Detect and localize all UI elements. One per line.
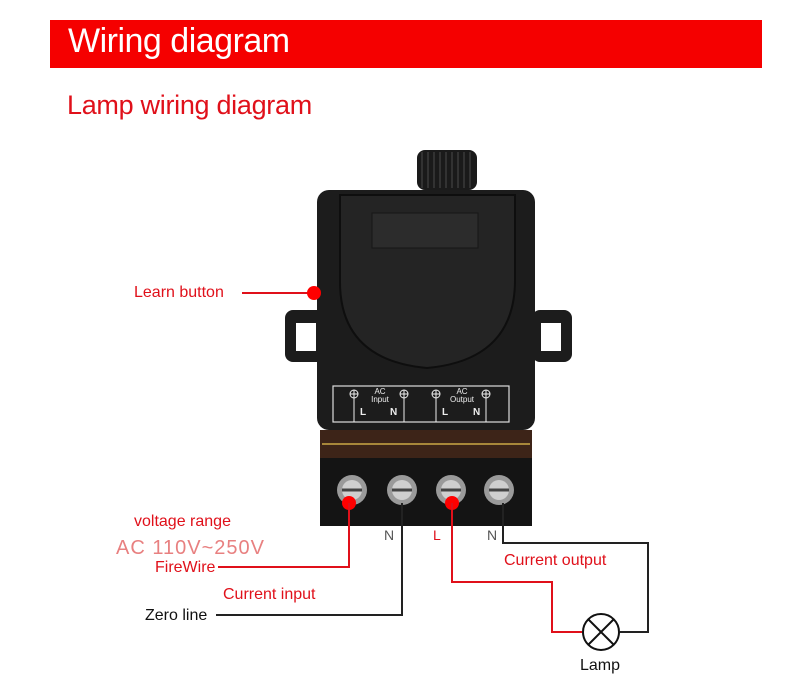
neutral-input-wire	[216, 503, 403, 616]
zero-line-label: Zero line	[145, 607, 208, 624]
lamp-label: Lamp	[580, 657, 621, 674]
diagram-subtitle: Lamp wiring diagram	[67, 90, 312, 120]
terminal-cover	[320, 430, 532, 458]
panel-output-l: L	[442, 407, 449, 418]
learn-button-label: Learn button	[134, 284, 224, 301]
screw-terminal-icon	[484, 475, 514, 505]
mounting-tab-left	[285, 310, 325, 362]
screw-terminal-icon	[436, 475, 466, 505]
panel-input-l: L	[360, 407, 367, 418]
panel-output-label-bottom: Output	[449, 395, 474, 404]
panel-output-label: AC Output	[445, 388, 479, 404]
screw-terminal-icon	[387, 475, 417, 505]
terminal-out-l-label: L	[433, 527, 441, 543]
learn-button-marker	[307, 286, 321, 300]
neutral-output-wire	[502, 503, 649, 633]
label-window	[371, 212, 479, 249]
live-input-wire	[218, 503, 350, 568]
current-output-label: Current output	[504, 552, 607, 569]
terminal-in-n-label: N	[384, 527, 395, 543]
title-banner: Wiring diagram	[50, 20, 762, 68]
panel-output-n: N	[473, 407, 481, 418]
terminal-panel	[332, 385, 510, 423]
panel-input-label-top: AC	[374, 387, 386, 396]
panel-input-label: AC Input	[365, 388, 395, 404]
page-title: Wiring diagram	[68, 22, 290, 60]
antenna-coil-icon	[417, 150, 477, 190]
panel-input-n: N	[390, 407, 398, 418]
current-input-label: Current input	[223, 586, 316, 603]
lamp-icon	[582, 613, 620, 651]
relay-module-body	[317, 190, 535, 430]
panel-input-label-bottom: Input	[371, 395, 389, 404]
terminal-block	[320, 458, 532, 526]
voltage-range-title: voltage range	[134, 513, 231, 530]
panel-output-label-top: AC	[456, 387, 468, 396]
terminal-out-n-label: N	[487, 527, 498, 543]
mounting-tab-right	[532, 310, 572, 362]
screw-terminal-icon	[337, 475, 367, 505]
live-output-wire	[451, 503, 582, 633]
voltage-range-value: AC 110V~250V	[116, 537, 265, 559]
fire-wire-label: FireWire	[155, 559, 216, 576]
